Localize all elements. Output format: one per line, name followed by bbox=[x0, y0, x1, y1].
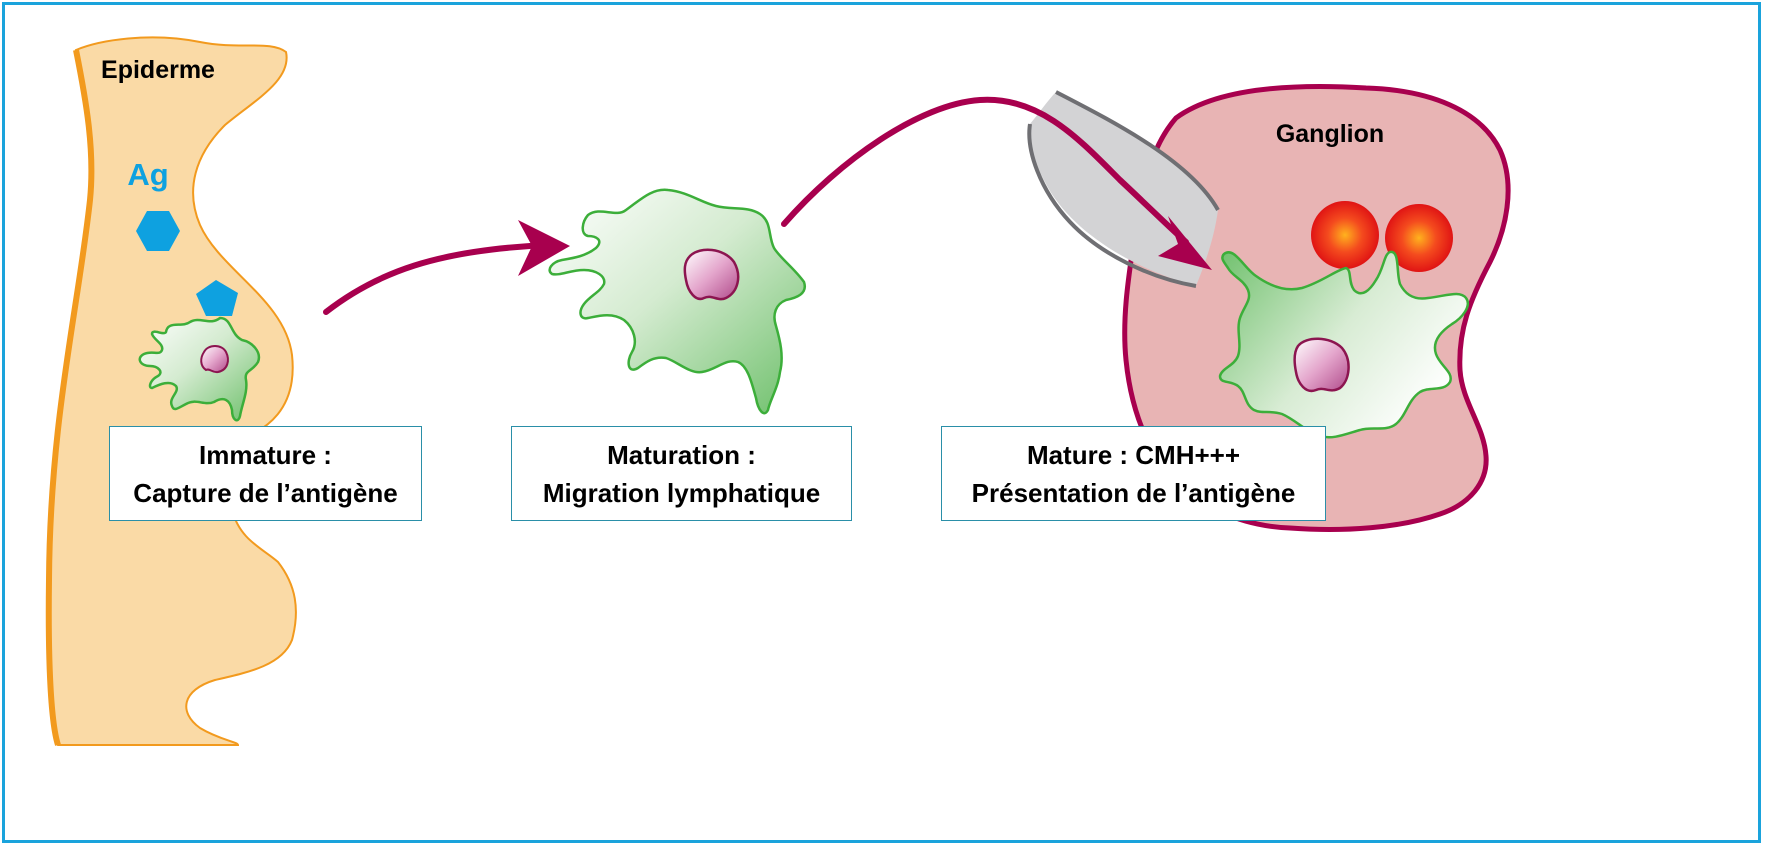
maturing-cell-nucleus bbox=[685, 250, 738, 299]
stage-box-mature: Mature : CMH+++ Présentation de l’antigè… bbox=[941, 426, 1326, 521]
antigen-label: Ag bbox=[127, 157, 168, 192]
stage-mature-desc: Présentation de l’antigène bbox=[972, 474, 1296, 512]
epidermis-band bbox=[49, 37, 296, 745]
stage-immature-desc: Capture de l’antigène bbox=[133, 474, 397, 512]
mature-cell-nucleus bbox=[1295, 339, 1349, 391]
stage-box-immature: Immature : Capture de l’antigène bbox=[109, 426, 422, 521]
stage-immature-title: Immature : bbox=[199, 436, 332, 474]
stage-maturation-title: Maturation : bbox=[607, 436, 756, 474]
stage-box-maturation: Maturation : Migration lymphatique bbox=[511, 426, 852, 521]
stage-mature-title: Mature : CMH+++ bbox=[1027, 436, 1240, 474]
immature-cell-nucleus bbox=[201, 346, 228, 372]
maturing-dendritic-cell bbox=[550, 190, 805, 413]
epiderme-label: Epiderme bbox=[101, 56, 215, 84]
stage-maturation-desc: Migration lymphatique bbox=[543, 474, 820, 512]
arrow-capture-to-maturation bbox=[326, 246, 530, 312]
lymphocyte-left bbox=[1311, 201, 1379, 269]
ganglion-label: Ganglion bbox=[1276, 120, 1384, 148]
